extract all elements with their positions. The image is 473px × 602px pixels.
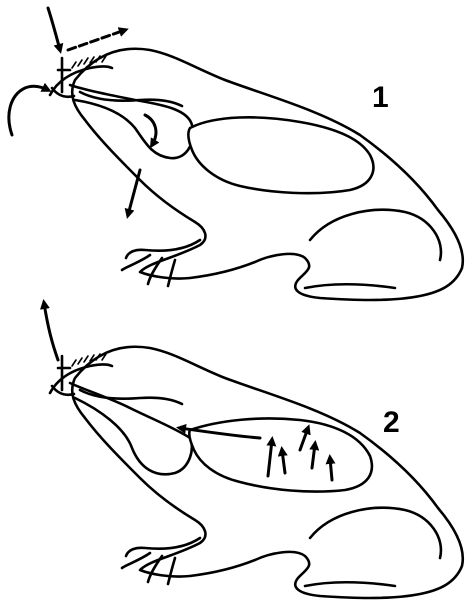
panel-2-label: 2: [383, 406, 400, 439]
frog-2-nostril-valve: [52, 356, 74, 395]
frog-1-valve-arrow: [68, 30, 125, 50]
frog-1-air-in-arrow-side: [9, 86, 48, 135]
panel-1-frog: [9, 8, 463, 300]
panel-1-label: 1: [372, 81, 389, 114]
frog-1-down-arrow: [128, 170, 140, 215]
frog-1-nostril-valve: [52, 58, 74, 97]
frog-2-air-out-arrow: [44, 303, 58, 360]
panel-2-frog: [44, 303, 463, 598]
frog-2-lung-squeeze-arrow-5: [330, 458, 332, 480]
frog-1-air-in-arrow-top: [48, 8, 60, 50]
